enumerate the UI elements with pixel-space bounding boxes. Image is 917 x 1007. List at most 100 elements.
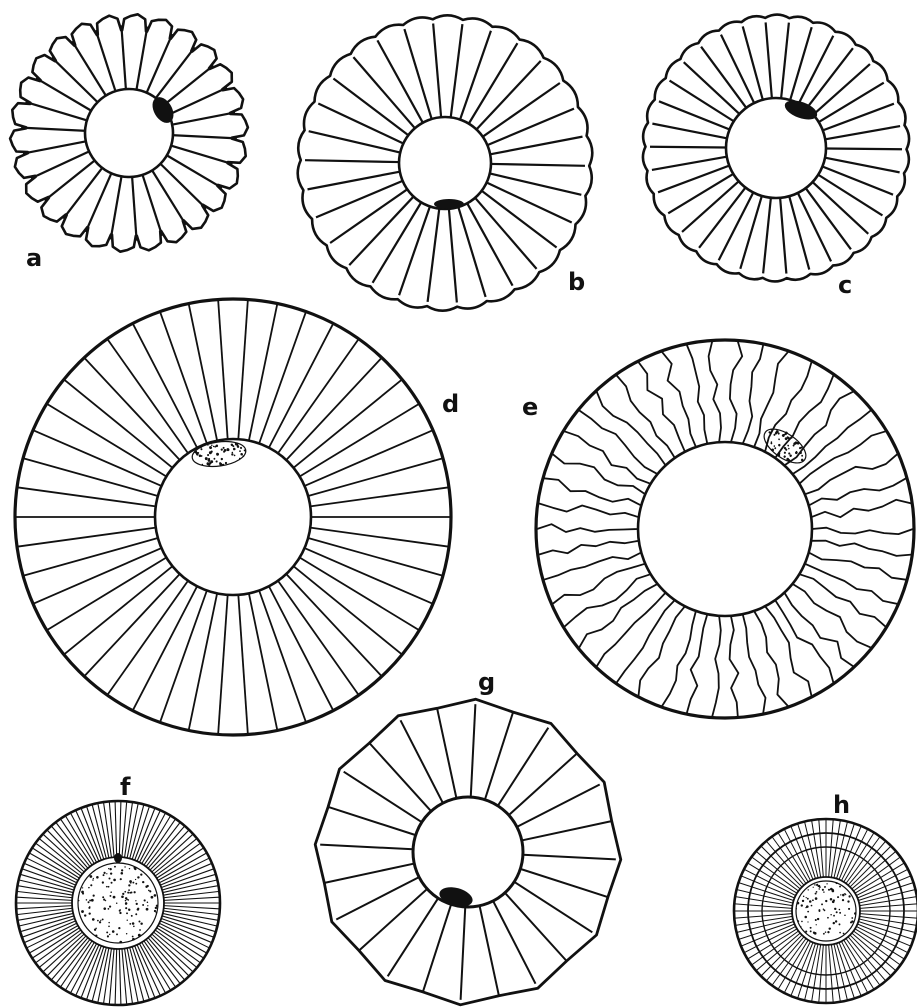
stipple-dot — [97, 920, 99, 922]
radial-spoke — [544, 478, 641, 505]
radial-spoke — [327, 807, 416, 836]
stipple-dot — [816, 891, 818, 893]
radial-spoke — [119, 949, 121, 1004]
stipple-dot — [778, 438, 780, 440]
radial-spoke — [269, 324, 333, 447]
stipple-dot — [128, 909, 129, 910]
stipple-dot — [815, 919, 817, 921]
stipple-dot — [824, 886, 826, 888]
radial-spoke — [522, 821, 613, 841]
figure-e — [536, 340, 914, 718]
stipple-dot — [844, 914, 846, 916]
stipple-dot — [137, 909, 139, 911]
radial-spoke — [323, 864, 414, 884]
radial-spoke — [344, 772, 422, 822]
stipple-dot — [810, 927, 812, 929]
radial-spoke — [812, 528, 913, 534]
radial-spoke — [249, 593, 277, 729]
stipple-dot — [842, 894, 845, 897]
radial-spoke — [846, 939, 880, 985]
stipple-dot — [135, 900, 136, 901]
stipple-dot — [132, 922, 135, 925]
stipple-dot — [787, 444, 789, 446]
radial-spoke — [45, 161, 94, 200]
stipple-dot — [94, 929, 96, 931]
stipple-dot — [778, 443, 781, 446]
radial-spoke — [189, 305, 217, 441]
radial-spoke — [523, 855, 616, 860]
stipple-dot — [124, 891, 126, 893]
radial-spoke — [789, 196, 809, 269]
radial-spoke — [172, 146, 232, 164]
radial-spoke — [305, 160, 399, 162]
radial-spoke — [854, 931, 900, 965]
stipple-dot — [801, 454, 804, 457]
radial-spoke — [119, 802, 121, 857]
radial-spoke — [709, 341, 721, 442]
stipple-dot — [124, 866, 125, 867]
figure-h — [734, 819, 917, 1003]
radial-spoke — [480, 906, 500, 997]
radial-spoke — [485, 711, 514, 800]
radial-spoke — [34, 431, 161, 486]
stipple-dot — [100, 920, 101, 921]
stipple-dot — [149, 890, 151, 892]
radial-spoke — [121, 25, 125, 88]
stipple-dot — [126, 933, 127, 934]
radial-spoke — [174, 135, 237, 138]
stipple-dot — [142, 881, 144, 883]
stipple-dot — [89, 875, 92, 878]
radial-spoke — [115, 802, 117, 857]
stipple-dot — [103, 872, 105, 874]
radial-spoke — [460, 31, 491, 120]
radial-spoke — [825, 158, 900, 173]
stipple-dot — [138, 920, 140, 922]
radial-spoke — [17, 897, 72, 900]
radial-spoke — [218, 595, 227, 734]
stipple-dot — [783, 455, 786, 458]
stipple-dot — [825, 931, 827, 933]
stipple-dot — [819, 910, 821, 912]
stipple-dot — [135, 913, 137, 915]
radial-spoke — [846, 837, 880, 883]
stipple-dot — [815, 893, 817, 895]
stipple-dot — [122, 893, 124, 895]
stipple-dot — [833, 922, 835, 924]
radial-spoke — [798, 193, 831, 261]
stipple-dot — [120, 878, 122, 880]
stipple-dot — [802, 900, 804, 902]
radial-spoke — [404, 29, 431, 119]
radial-spoke — [388, 898, 438, 976]
stipple-dot — [807, 911, 809, 913]
stipple-dot — [103, 898, 105, 900]
radial-spoke — [34, 548, 161, 603]
label-g: g — [478, 668, 495, 696]
radial-spoke — [137, 27, 148, 89]
stipple-dot — [103, 874, 105, 876]
stipple-dot — [125, 907, 127, 909]
radial-spoke — [826, 148, 902, 149]
radial-spoke — [115, 949, 117, 1004]
central-area — [72, 857, 164, 949]
stipple-dot — [154, 910, 156, 912]
radial-spoke — [471, 704, 476, 797]
radial-spoke — [164, 891, 219, 897]
stipple-dot — [827, 917, 829, 919]
radial-spoke — [687, 614, 708, 713]
stipple-dot — [109, 905, 111, 907]
radial-spoke — [305, 431, 432, 486]
stipple-dot — [113, 896, 116, 899]
stipple-dot — [126, 912, 128, 914]
stipple-dot — [130, 891, 132, 893]
radial-spoke — [662, 611, 696, 706]
radial-spoke — [539, 503, 639, 517]
radial-spoke — [754, 611, 788, 706]
stipple-dot — [107, 935, 109, 937]
radial-spoke — [730, 341, 742, 442]
radial-spoke — [544, 553, 641, 580]
radial-spoke — [52, 57, 97, 101]
stipple-dot — [102, 896, 104, 898]
stipple-dot — [139, 929, 141, 931]
radial-spoke — [719, 193, 754, 261]
radial-spoke — [662, 352, 696, 447]
